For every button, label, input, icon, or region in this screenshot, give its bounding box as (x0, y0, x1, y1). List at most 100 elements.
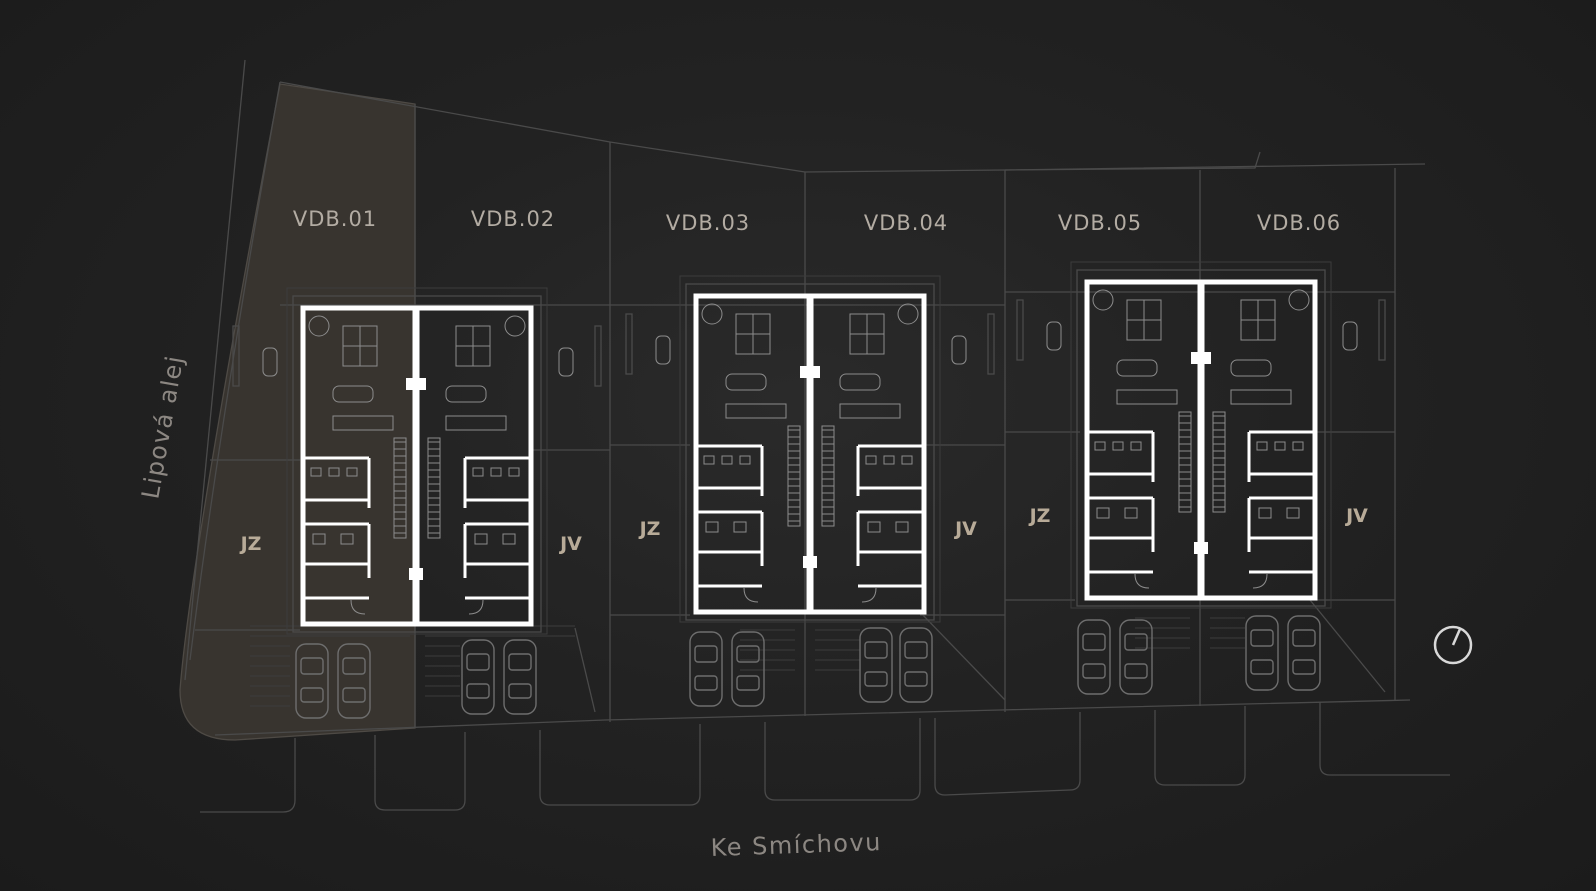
plot-vdb-01-area[interactable] (179, 83, 416, 741)
staircase (821, 425, 835, 527)
terrace-table-right (951, 335, 967, 365)
fence-post (594, 325, 602, 387)
orientation-jv-3: JV (1344, 505, 1368, 527)
plant-icon (308, 315, 330, 337)
house-footprint (685, 283, 935, 621)
fixture (1112, 441, 1124, 451)
fixture (883, 455, 895, 465)
fixture (328, 467, 340, 477)
orientation-jz-3: JZ (1028, 505, 1051, 527)
fixture (705, 521, 719, 533)
fixture (474, 533, 488, 545)
car-icon (1119, 619, 1153, 695)
car-icon (1287, 615, 1321, 691)
dining-table (332, 385, 374, 403)
fixture (895, 521, 909, 533)
staircase (1212, 411, 1226, 513)
fence-post (1378, 299, 1386, 361)
dining-table (1116, 359, 1158, 377)
fixture (508, 467, 520, 477)
fence-post (1016, 299, 1024, 361)
car-icon (503, 639, 537, 715)
fixture (721, 455, 733, 465)
fixture (867, 521, 881, 533)
kitchen-counter (1116, 389, 1178, 405)
staircase (393, 437, 407, 539)
terrace-table-left (655, 335, 671, 365)
car-icon (1245, 615, 1279, 691)
plant-icon (504, 315, 526, 337)
north-arrow-icon (1433, 625, 1473, 665)
fixture (739, 455, 751, 465)
street-name-ke-smichovu: Ke Smíchovu (710, 828, 882, 862)
fixture (733, 521, 747, 533)
house-terrace-outline (286, 287, 548, 635)
fixture (1130, 441, 1142, 451)
fixture (1274, 441, 1286, 451)
staircase (427, 437, 441, 539)
door-swing (468, 599, 484, 615)
fixture (502, 533, 516, 545)
terrace-table-left (262, 347, 278, 377)
house-pair-1 (232, 287, 602, 635)
car-icon (689, 631, 723, 707)
fixture (310, 467, 322, 477)
kitchen-counter (332, 415, 394, 431)
car-icon (337, 643, 371, 719)
orientation-jv-1: JV (558, 533, 582, 555)
dining-table (1230, 359, 1272, 377)
plot-label-vdb-01[interactable]: VDB.01 (293, 207, 377, 231)
car-icon (295, 643, 329, 719)
unit-left-interior (1087, 289, 1178, 589)
staircase (787, 425, 801, 527)
fixture (703, 455, 715, 465)
column (803, 556, 817, 568)
house-pair-2 (625, 275, 995, 623)
unit-right-interior (1230, 289, 1315, 589)
fixture (1292, 441, 1304, 451)
dining-table (445, 385, 487, 403)
fixture (1124, 507, 1138, 519)
fixture (346, 467, 358, 477)
fixture (490, 467, 502, 477)
orientation-jz-1: JZ (239, 533, 262, 555)
house-pair-3 (1016, 261, 1386, 609)
fixture (340, 533, 354, 545)
fixture (1096, 507, 1110, 519)
fence-post (987, 313, 995, 375)
plant-icon (897, 303, 919, 325)
plot-label-vdb-06[interactable]: VDB.06 (1257, 211, 1341, 235)
kitchen-counter (725, 403, 787, 419)
fixture (1258, 507, 1272, 519)
column (800, 366, 820, 378)
plot-label-vdb-05[interactable]: VDB.05 (1058, 211, 1142, 235)
terrace-table-right (1342, 321, 1358, 351)
fixture (1256, 441, 1268, 451)
fixture (312, 533, 326, 545)
car-icon (859, 627, 893, 703)
car-icon (731, 631, 765, 707)
column (406, 378, 426, 390)
dining-table (725, 373, 767, 391)
plot-label-vdb-02[interactable]: VDB.02 (471, 207, 555, 231)
fence-post (232, 325, 240, 387)
plot-label-vdb-03[interactable]: VDB.03 (666, 211, 750, 235)
house-footprint (1076, 269, 1326, 607)
house-terrace-outline (1070, 261, 1332, 609)
kitchen-counter (839, 403, 901, 419)
door-swing (1252, 573, 1268, 589)
car-icon (1077, 619, 1111, 695)
car-icon (899, 627, 933, 703)
orientation-jz-2: JZ (638, 518, 661, 540)
staircase (1178, 411, 1192, 513)
kitchen-counter (445, 415, 507, 431)
column (409, 568, 423, 580)
column (1191, 352, 1211, 364)
plant-icon (1092, 289, 1114, 311)
fixture (1094, 441, 1106, 451)
house-footprint (292, 295, 542, 633)
plot-label-vdb-04[interactable]: VDB.04 (864, 211, 948, 235)
street-name-lipova-alej: Lipová alej (136, 353, 189, 501)
door-swing (861, 587, 877, 603)
